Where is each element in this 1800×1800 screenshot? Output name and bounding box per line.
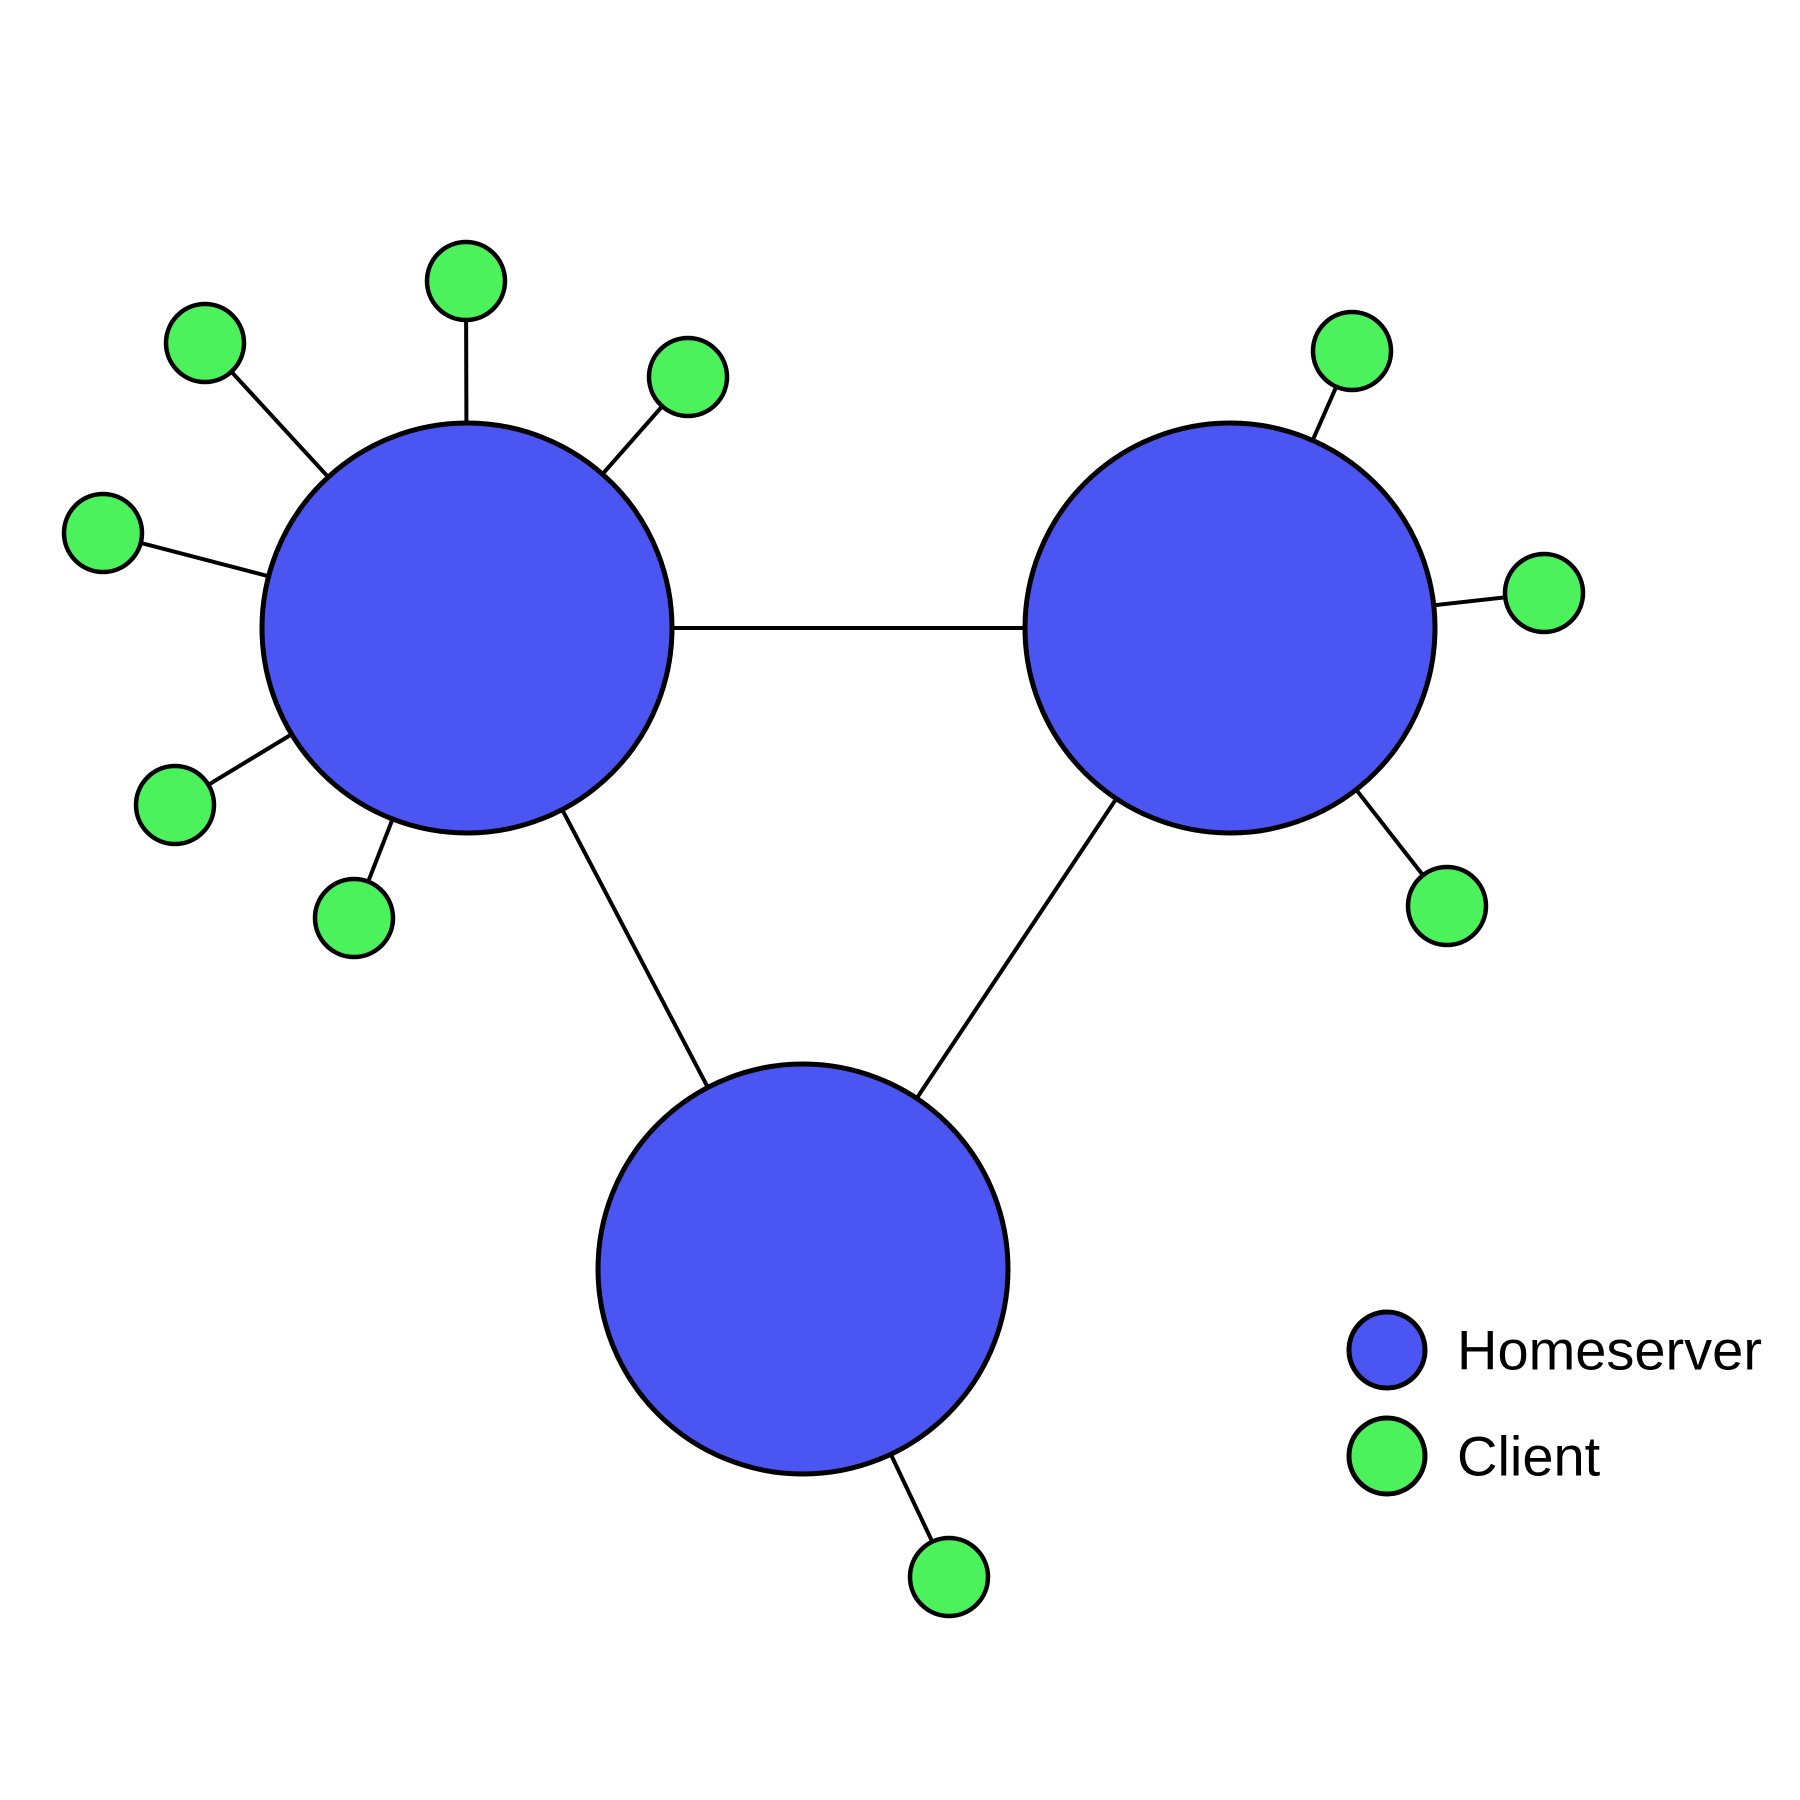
client-node	[907, 1535, 991, 1619]
node-layer	[61, 239, 1586, 1619]
client-node	[1405, 864, 1489, 948]
client-node	[424, 239, 508, 323]
legend-homeserver-label: Homeserver	[1457, 1319, 1762, 1382]
client-node	[1310, 309, 1394, 393]
client-node	[133, 763, 217, 847]
client-node	[646, 335, 730, 419]
legend-homeserver-swatch	[1346, 1309, 1428, 1391]
legend-client-swatch	[1346, 1415, 1428, 1497]
homeserver-node	[1022, 420, 1438, 836]
client-node	[163, 301, 247, 385]
client-node	[1502, 551, 1586, 635]
homeserver-node	[259, 420, 675, 836]
homeserver-node	[595, 1061, 1011, 1477]
client-node	[312, 876, 396, 960]
legend-client-label: Client	[1457, 1425, 1601, 1488]
client-node	[61, 491, 145, 575]
